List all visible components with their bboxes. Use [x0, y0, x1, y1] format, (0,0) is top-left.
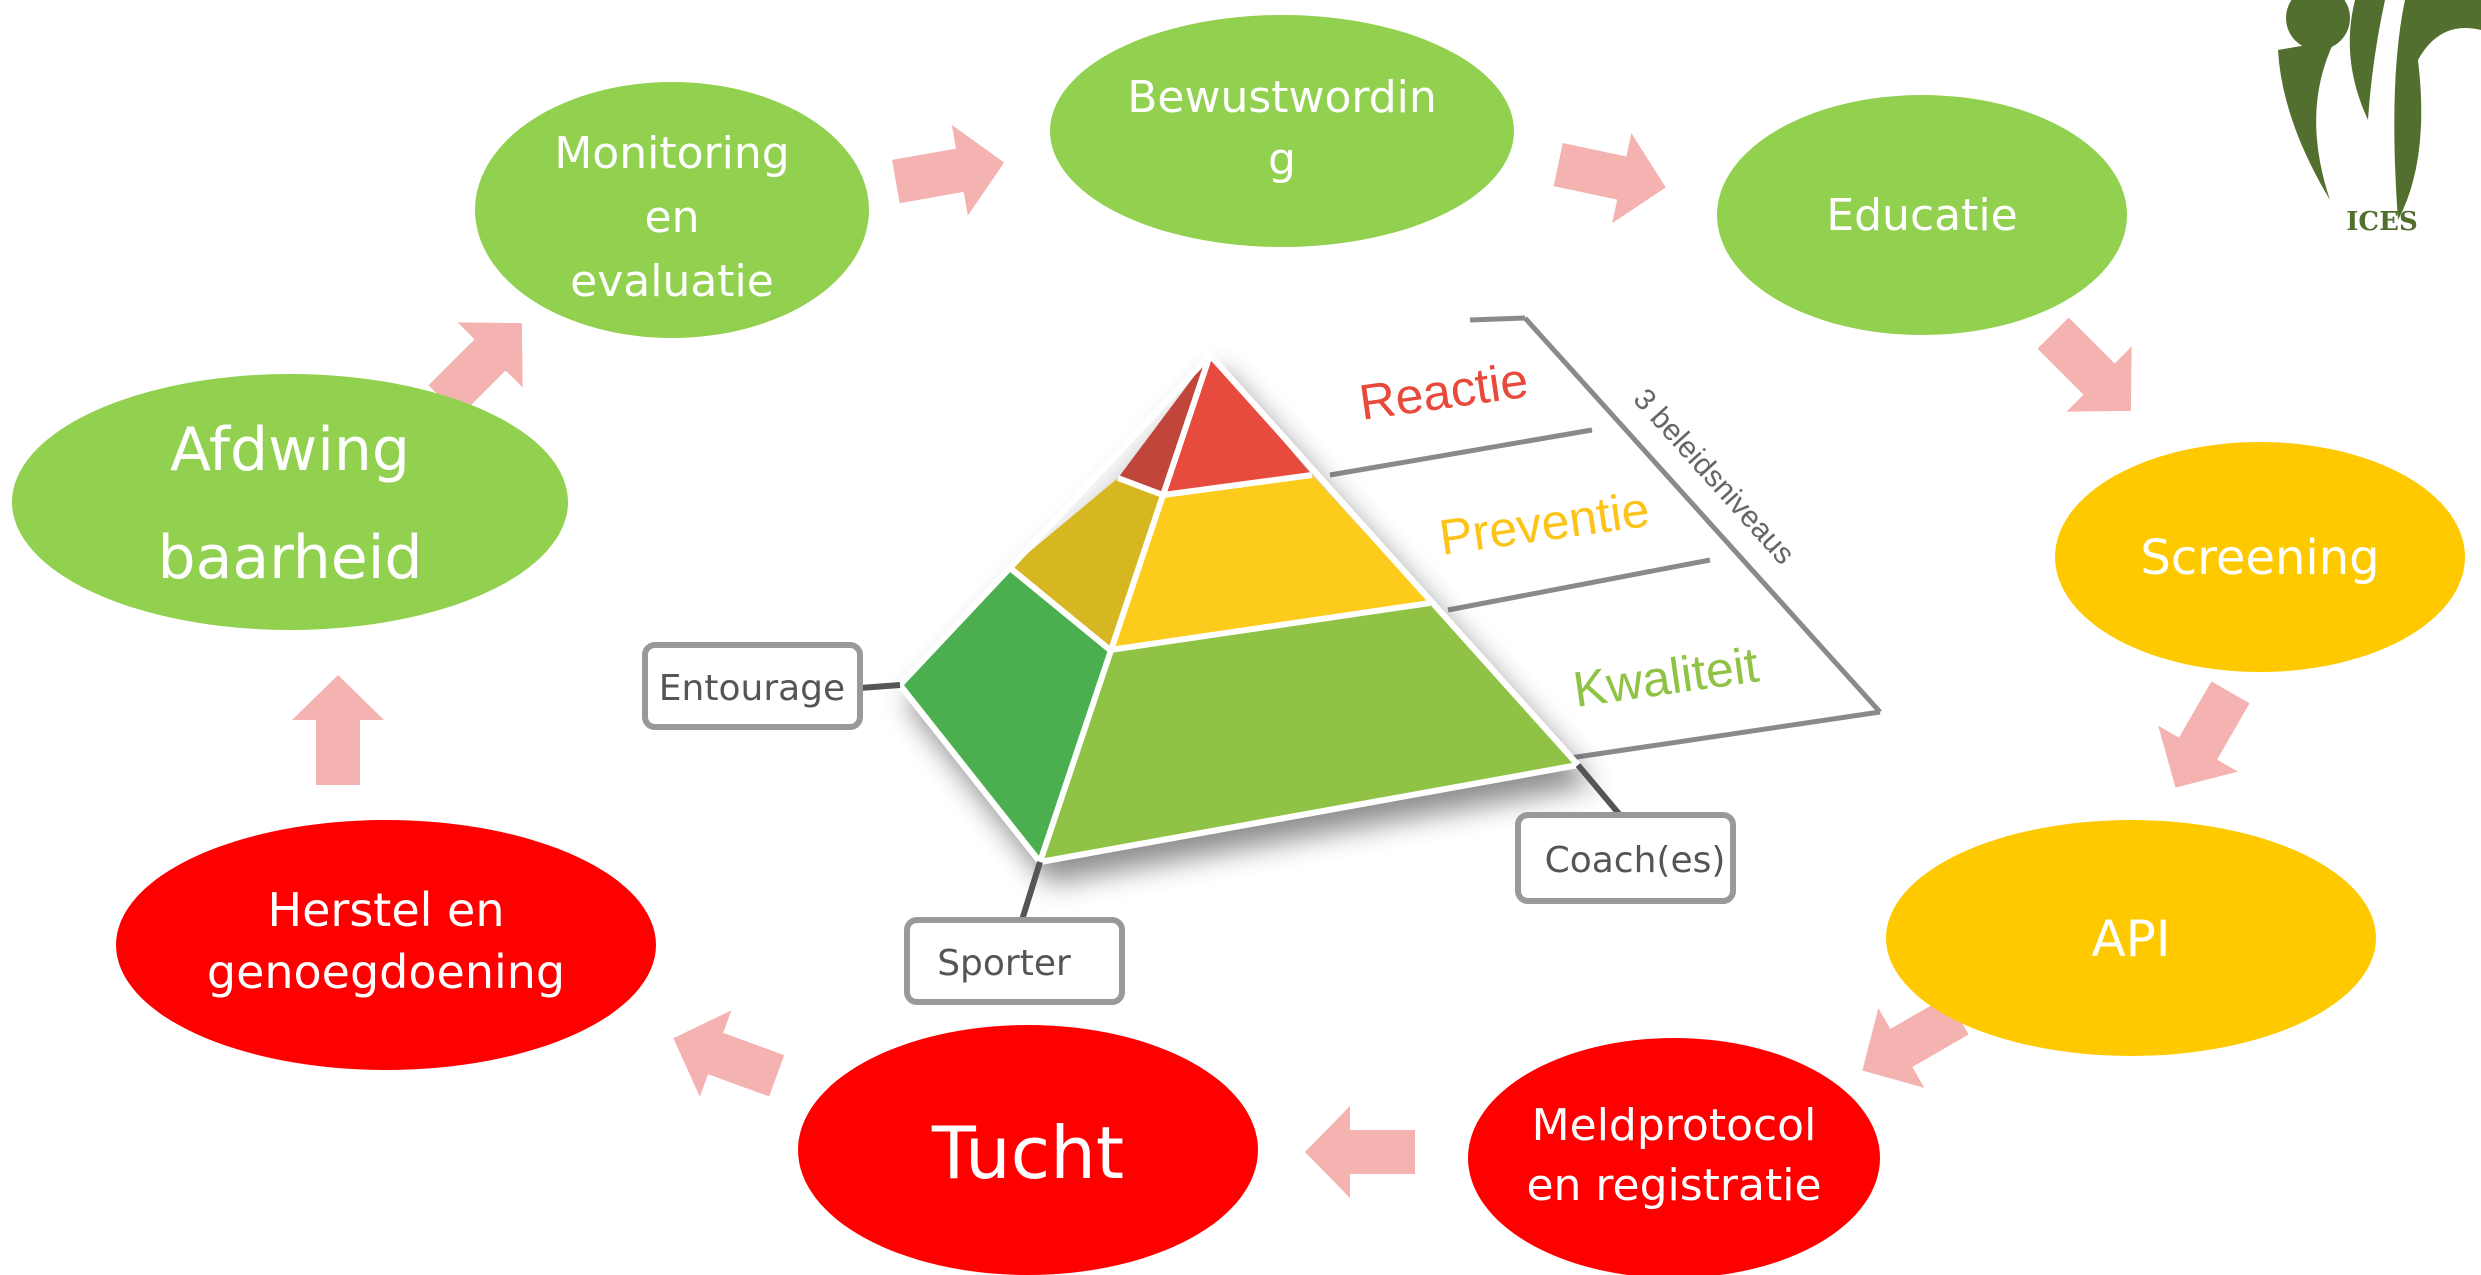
layer-label-preventie: Preventie [1436, 481, 1653, 566]
arrow-screening-to-api [2158, 681, 2250, 788]
pyramid: Reactie Preventie Kwaliteit 3 beleidsniv… [642, 315, 1882, 1005]
node-tucht: Tucht [798, 1025, 1258, 1275]
pyramid-bottom-front [1040, 603, 1578, 862]
node-educatie: Educatie [1717, 95, 2127, 335]
node-label: Educatie [1826, 190, 2017, 241]
pyramid-bottom-left [900, 568, 1110, 862]
shelf-line [1447, 557, 1711, 613]
actor-label: Coach(es) [1545, 840, 1726, 881]
node-label: Screening [2140, 530, 2379, 586]
actor-box-coach: Coach(es) [1515, 812, 1736, 904]
layer-label-reactie: Reactie [1356, 352, 1532, 431]
arrow-afdwingbaarheid-to-monitoring [428, 322, 523, 417]
node-api: API [1886, 820, 2376, 1056]
actor-box-entourage: Entourage [642, 642, 863, 730]
actor-label: Entourage [659, 668, 845, 709]
actor-box-sporter: Sporter [904, 917, 1125, 1005]
arrow-meldprotocol-to-tucht [1305, 1106, 1415, 1198]
arrow-bewustwording-to-educatie [1553, 133, 1666, 224]
pyramid-middle-front [1110, 475, 1430, 650]
actor-label: Sporter [937, 943, 1071, 984]
shelf-line [1569, 709, 1881, 761]
cycle-arrows [292, 124, 2250, 1198]
pyramid-middle-left [1010, 478, 1163, 650]
layer-label-kwaliteit: Kwaliteit [1570, 637, 1762, 718]
node-label: Tucht [931, 1111, 1124, 1195]
ices-logo: ICES [2278, 0, 2481, 237]
pyramid-top-left [1118, 355, 1210, 495]
arrow-api-to-meldprotocol [1862, 996, 1969, 1088]
logo-text: ICES [2346, 207, 2417, 237]
arrow-herstel-to-afdwingbaarheid [292, 675, 384, 785]
shelf-line [1329, 427, 1593, 478]
side-bracket-line [1523, 316, 1882, 714]
node-label: API [2091, 910, 2170, 968]
arrow-tucht-to-herstel [673, 1010, 785, 1097]
node-screening: Screening [2055, 442, 2465, 672]
side-label-beleidsniveaus: 3 beleidsniveaus [1627, 383, 1801, 571]
arrow-educatie-to-screening [2037, 317, 2132, 412]
arrow-monitoring-to-bewustwording [892, 124, 1005, 216]
